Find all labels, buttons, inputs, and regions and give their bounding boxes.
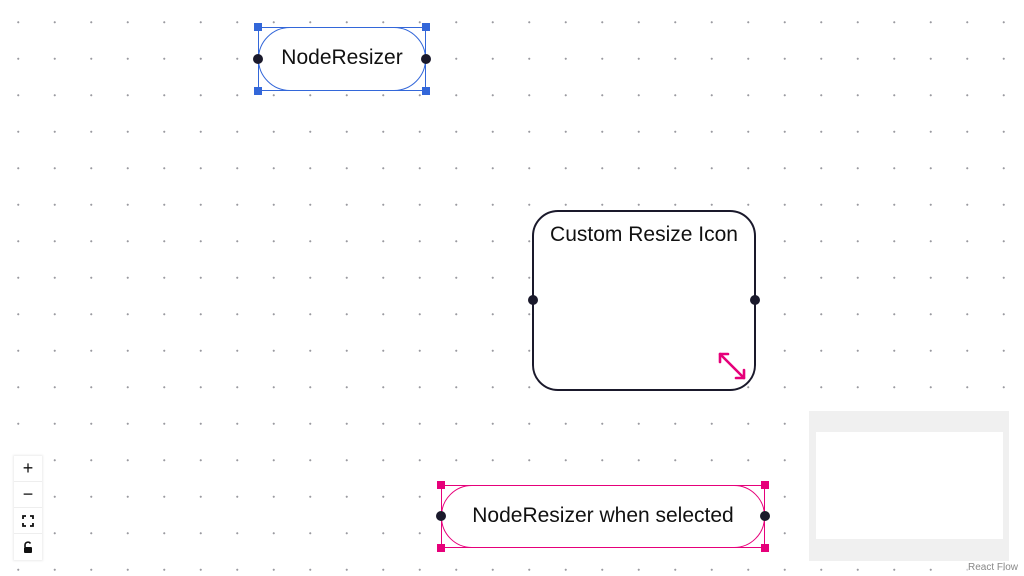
zoom-in-button[interactable]: + [14, 456, 42, 482]
resize-handle-pink-top-right[interactable] [761, 481, 769, 489]
node-resizer-handle-right[interactable] [421, 54, 431, 64]
node-when-selected-label: NodeResizer when selected [472, 504, 734, 527]
node-resizer[interactable]: NodeResizer [258, 27, 426, 91]
minus-icon: − [22, 484, 34, 504]
fit-view-icon [22, 514, 34, 527]
attribution-link[interactable]: React Flow [963, 561, 1022, 574]
lock-button[interactable] [14, 534, 42, 560]
resize-handle-pink-bottom-left[interactable] [437, 544, 445, 552]
plus-icon: + [22, 458, 34, 478]
zoom-out-button[interactable]: − [14, 482, 42, 508]
node-resizer-selection-frame [258, 27, 426, 91]
node-custom-handle-right[interactable] [750, 295, 760, 305]
fit-view-button[interactable] [14, 508, 42, 534]
minimap-viewport[interactable] [816, 432, 1003, 539]
node-custom-resize-icon-label: Custom Resize Icon [550, 223, 738, 246]
node-when-selected-selection-frame [441, 485, 765, 548]
node-when-selected-handle-left[interactable] [436, 511, 446, 521]
controls-panel: + − [14, 456, 42, 560]
resize-handle-bottom-left[interactable] [254, 87, 262, 95]
node-when-selected-handle-right[interactable] [760, 511, 770, 521]
resize-handle-bottom-right[interactable] [422, 87, 430, 95]
minimap[interactable] [809, 411, 1009, 561]
lock-icon [24, 541, 32, 553]
node-resizer-handle-left[interactable] [253, 54, 263, 64]
node-resizer-label: NodeResizer [281, 46, 403, 69]
resize-handle-top-right[interactable] [422, 23, 430, 31]
node-resizer-when-selected[interactable]: NodeResizer when selected [441, 485, 765, 548]
node-custom-handle-left[interactable] [528, 295, 538, 305]
resize-handle-pink-bottom-right[interactable] [761, 544, 769, 552]
resize-handle-top-left[interactable] [254, 23, 262, 31]
custom-resize-icon[interactable] [714, 348, 750, 384]
resize-handle-pink-top-left[interactable] [437, 481, 445, 489]
